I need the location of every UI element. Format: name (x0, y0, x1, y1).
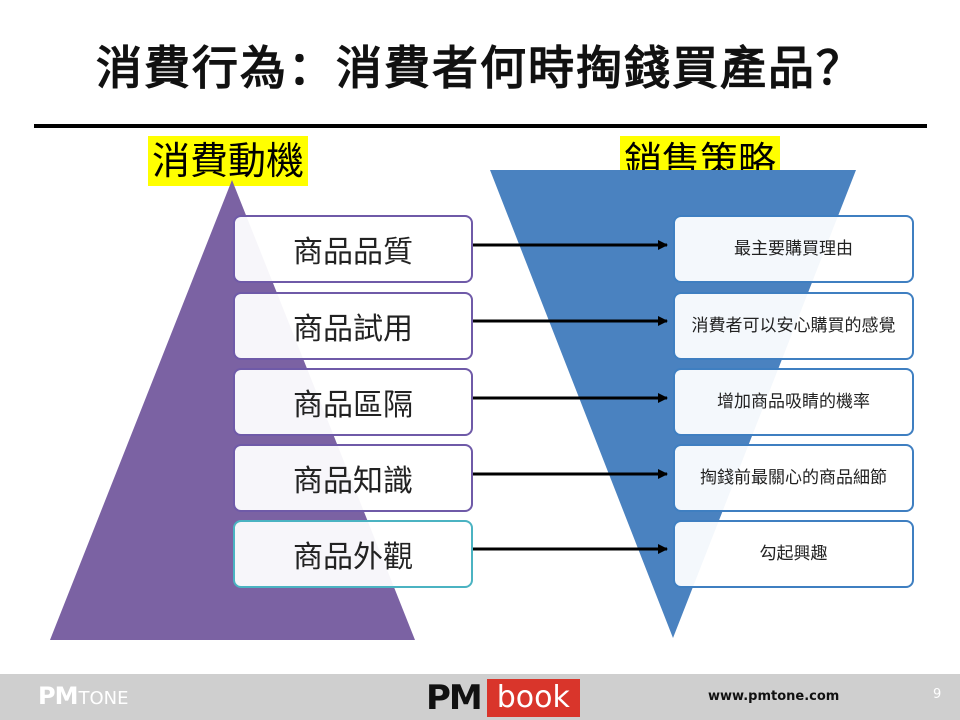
motive-box-5: 商品外觀 (233, 520, 473, 588)
strategy-box-2: 消費者可以安心購買的感覺 (673, 292, 914, 360)
pmbook-logo-pm: PM (426, 678, 483, 718)
strategy-box-5: 勾起興趣 (673, 520, 914, 588)
slide-title: 消費行為：消費者何時掏錢買產品？ (96, 41, 864, 95)
pmbook-logo-book: book (486, 679, 580, 717)
pmtone-logo: PM TONE (38, 682, 129, 712)
pmtone-logo-pm: PM (38, 682, 78, 710)
motive-box-2: 商品試用 (233, 292, 473, 360)
footer-bar: PM TONE PM book www.pmtone.com 9 (0, 674, 960, 720)
pmtone-logo-tone: TONE (78, 688, 129, 709)
pmbook-logo: PM book (426, 678, 580, 718)
footer-url: www.pmtone.com (708, 689, 840, 704)
title-divider (34, 124, 927, 128)
page-number: 9 (933, 687, 942, 702)
connector-arrows (473, 240, 668, 554)
motive-box-3: 商品區隔 (233, 368, 473, 436)
motive-box-1: 商品品質 (233, 215, 473, 283)
strategy-box-4: 掏錢前最關心的商品細節 (673, 444, 914, 512)
left-header: 消費動機 (148, 136, 309, 186)
strategy-box-1: 最主要購買理由 (673, 215, 914, 283)
strategy-box-3: 增加商品吸睛的機率 (673, 368, 914, 436)
motive-box-4: 商品知識 (233, 444, 473, 512)
